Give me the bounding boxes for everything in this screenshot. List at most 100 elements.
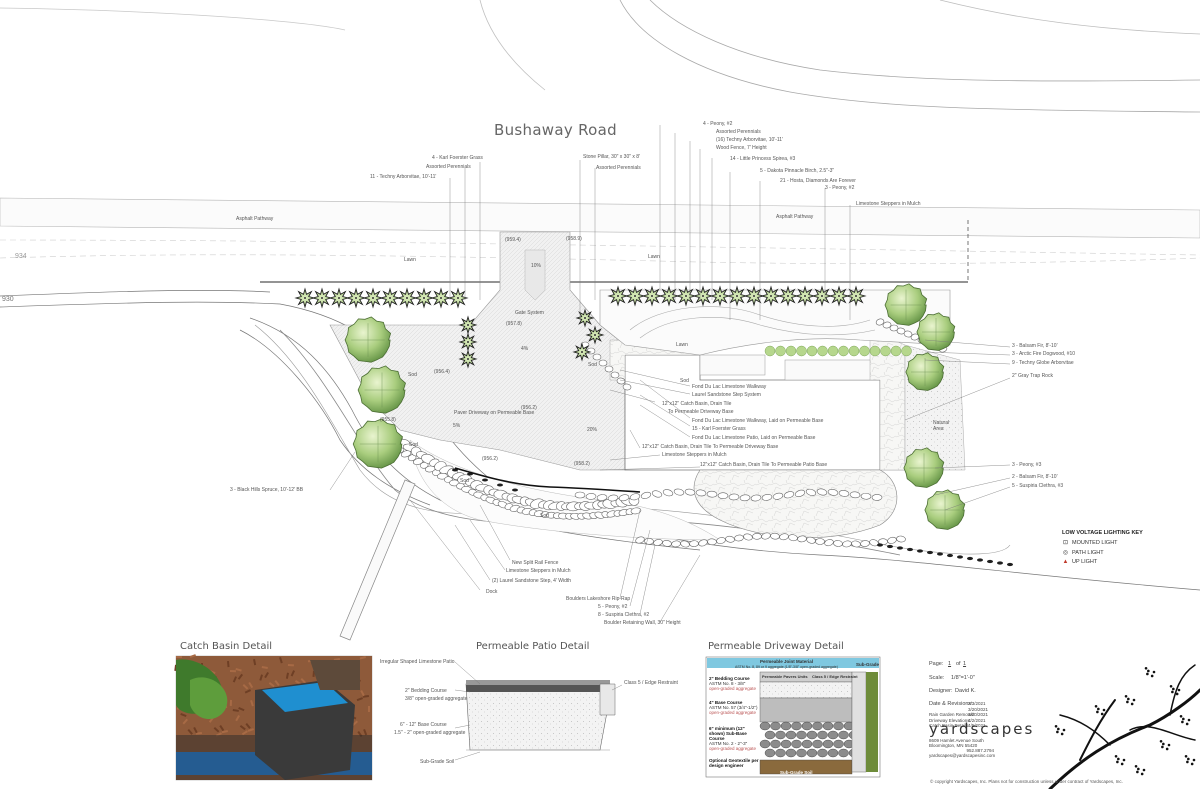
boulder: [779, 533, 789, 541]
mulch-chip: [244, 689, 252, 694]
sub-base-stone: [775, 748, 786, 758]
revision-entry: Catch Basin Details:: [929, 723, 970, 728]
stepper: [907, 547, 913, 552]
sub-base-stone: [764, 748, 776, 758]
tree-canopy: [344, 316, 392, 363]
arborvitae-shrub: [828, 285, 850, 307]
boulder: [889, 324, 899, 332]
asphalt-pathway-label: Asphalt Pathway: [776, 214, 814, 220]
arborvitae-shrub: [658, 285, 680, 307]
callout-retaining-wall: Boulder Retaining Wall, 30" Height: [604, 620, 681, 626]
boulder: [887, 536, 897, 544]
sod-label: Sod: [408, 372, 417, 378]
ink-blossom: [1097, 707, 1100, 711]
mulch-chip: [227, 661, 230, 668]
boulder: [653, 539, 663, 546]
circle-light-icon: ◎: [1062, 550, 1069, 556]
boulder: [717, 492, 729, 499]
sub-base-stone: [770, 739, 781, 749]
asphalt-pathway-label: Asphalt Pathway: [236, 216, 274, 222]
mulch-chip: [245, 723, 251, 729]
tree-canopy: [903, 447, 945, 488]
driveway-detail-header: Permeable Joint Material: [760, 659, 814, 664]
boulder: [851, 540, 861, 548]
arborvitae-shrub: [726, 285, 748, 307]
sub-base-stone: [775, 730, 786, 740]
boulder: [860, 492, 872, 500]
callout-perennials: Assorted Perennials: [426, 164, 471, 170]
mulch-chip: [229, 699, 232, 706]
ink-blossom: [1117, 757, 1120, 761]
driveway-left-note: open-graded aggregate: [709, 746, 757, 751]
callout-catch-basin-patio: 12"x12" Catch Basin, Drain Tile To Perme…: [700, 462, 828, 468]
ink-blossom: [1114, 754, 1118, 758]
dogwood-shrub: [796, 345, 807, 357]
sub-base-stone: [812, 721, 823, 731]
driveway-left-label: 4" Base Course ASTM No. 57 (3/4"-1/2") o…: [709, 700, 759, 715]
of-label: of: [956, 661, 961, 667]
tree-canopy: [352, 418, 403, 469]
sub-base-stone: [806, 748, 818, 758]
sub-base-stone: [801, 739, 813, 749]
boulder: [849, 491, 861, 499]
boulder: [772, 492, 784, 500]
boulder: [630, 507, 642, 515]
sub-base-stone: [812, 739, 823, 749]
mulch-chip: [221, 730, 228, 734]
mulch-chip: [232, 676, 238, 683]
mulch-chip: [239, 724, 246, 731]
email: yardscapes@yardscapesinc.com: [929, 753, 996, 758]
arborvitae-shrub: [294, 287, 316, 309]
boulder: [635, 536, 645, 544]
arborvitae-shrub: [345, 287, 367, 309]
callout-peony: 4 - Peony, #2: [703, 121, 733, 127]
patio-detail-label: Irregular Shaped Limestone Patio: [380, 659, 455, 665]
date-entry: 4/5/2021: [968, 723, 986, 728]
sub-base-stone: [791, 739, 802, 749]
ink-blossom: [1060, 732, 1064, 736]
boulder: [400, 450, 412, 458]
arborvitae-shrub: [845, 285, 867, 307]
boulder: [419, 461, 429, 469]
ink-blossom: [1185, 722, 1189, 726]
driveway-left-label: Optional Geotextile per design engineer: [709, 758, 759, 768]
limestone-patio: [693, 469, 898, 538]
triangle-light-icon: ▲: [1062, 559, 1069, 565]
callout-catch-basin-driveway: 12"x12" Catch Basin, Drain Tile To Perme…: [642, 444, 779, 450]
mulch-chip: [250, 700, 254, 707]
driveway-left-sub: ASTM No. 8 - 3/8": [709, 681, 746, 686]
ink-blossom: [1167, 743, 1171, 747]
stepper: [887, 544, 893, 549]
phone: 952.887.2794: [966, 748, 994, 753]
dogwood-row: [764, 345, 912, 357]
arborvitae-shrub: [430, 287, 452, 309]
stepper: [512, 488, 518, 492]
mulch-chip: [187, 729, 193, 735]
contour-label-934: 934: [15, 253, 27, 260]
mulch-chip: [180, 713, 187, 718]
ink-blossom: [1142, 768, 1146, 772]
boulder: [824, 539, 834, 547]
permeable-driveway-detail-title: Permeable Driveway Detail: [708, 641, 844, 652]
ink-blossom: [1127, 697, 1130, 701]
sod-label: Sod: [409, 442, 418, 448]
driveway-left-title: Optional Geotextile per design engineer: [709, 758, 759, 768]
scale-label: Scale:: [929, 675, 945, 681]
dogwood-shrub: [775, 345, 786, 357]
boulder: [770, 532, 780, 540]
sub-base-stone: [822, 721, 834, 731]
boulder: [592, 353, 602, 361]
date-entry: 3/20/2021: [968, 712, 989, 717]
sub-base-stone: [780, 721, 792, 731]
callout-steppers: Limestone Steppers in Mulch: [856, 201, 921, 207]
ink-blossom: [1134, 764, 1138, 768]
patio-detail-label: 2" Bedding Course: [405, 688, 447, 694]
sub-base-stone: [817, 748, 828, 758]
road-curves: [0, 0, 1200, 113]
tree-canopy: [884, 283, 928, 326]
arborvitae-shrub: [743, 285, 765, 307]
arborvitae-shrub: [692, 285, 714, 307]
boulder: [673, 488, 685, 496]
boulder: [604, 365, 614, 373]
callout-karl-foerster: 4 - Karl Foerster Grass: [432, 155, 483, 161]
